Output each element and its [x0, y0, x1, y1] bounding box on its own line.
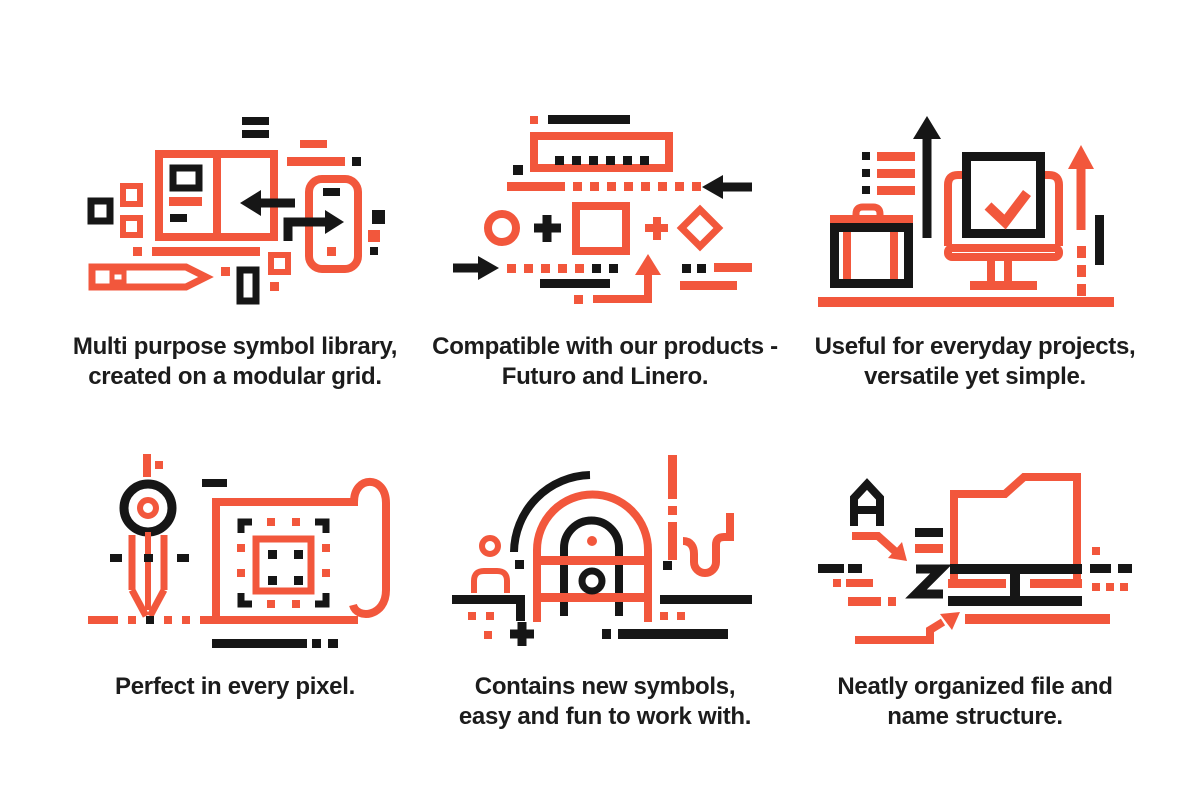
caption-line: Neatly organized file and — [837, 673, 1113, 700]
caption-line: Multi purpose symbol library, — [72, 333, 398, 360]
feature-caption: Multi purpose symbol library, created on… — [60, 332, 410, 392]
feature-new-symbols: Contains new symbols, easy and fun to wo… — [430, 440, 780, 732]
feature-everyday-projects: Useful for everyday projects, versatile … — [800, 100, 1150, 392]
feature-pixel-perfect: Perfect in every pixel. — [60, 440, 410, 702]
desk-monitor-briefcase-illustration — [818, 116, 1114, 307]
caption-line: Perfect in every pixel. — [115, 673, 355, 700]
caption-line: versatile yet simple. — [864, 363, 1086, 390]
caption-line: Compatible with our products - — [432, 333, 778, 360]
feature-caption: Compatible with our products - Futuro an… — [430, 332, 780, 392]
caption-line: Contains new symbols, — [474, 673, 736, 700]
feature-caption: Useful for everyday projects, versatile … — [800, 332, 1150, 392]
caption-line: name structure. — [887, 703, 1063, 730]
caption-line: easy and fun to work with. — [458, 703, 752, 730]
caption-line: created on a modular grid. — [88, 363, 382, 390]
symbols-arrows-illustration — [453, 115, 752, 304]
feature-file-structure: Neatly organized file and name structure… — [800, 440, 1150, 732]
feature-caption: Neatly organized file and name structure… — [800, 672, 1150, 732]
compass-blueprint-illustration — [88, 454, 390, 648]
feature-compatibility: Compatible with our products - Futuro an… — [430, 100, 780, 392]
feature-symbol-library: Multi purpose symbol library, created on… — [60, 100, 410, 392]
caption-line: Useful for everyday projects, — [814, 333, 1136, 360]
feature-caption: Perfect in every pixel. — [60, 672, 410, 702]
caption-line: Futuro and Linero. — [501, 363, 709, 390]
feature-caption: Contains new symbols, easy and fun to wo… — [430, 672, 780, 732]
a-to-z-folder-illustration — [818, 473, 1132, 644]
modular-grid-illustration — [87, 117, 385, 305]
arch-doorway-illustration — [452, 455, 752, 646]
